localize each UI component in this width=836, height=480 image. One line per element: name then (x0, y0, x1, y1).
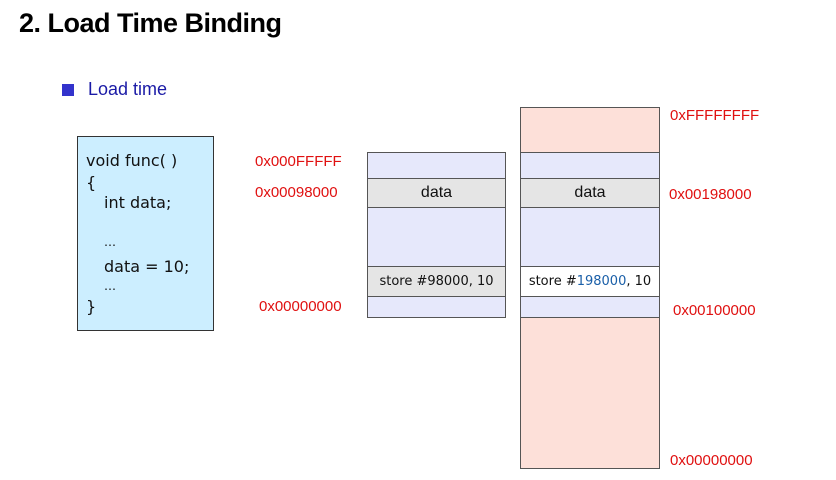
code-line-declaration: int data; (104, 193, 172, 212)
code-box: void func( ) { int data; … data = 10; … … (77, 136, 214, 331)
physical-addr-data: 0x00198000 (669, 186, 752, 203)
physical-segment-high (520, 107, 660, 153)
physical-instruction: store #198000, 10 (529, 274, 651, 289)
bullet-text: Load time (88, 79, 168, 99)
code-line-ellipsis-1: … (104, 235, 116, 249)
physical-instr-value: 198000 (576, 274, 627, 289)
physical-instruction-cell: store #198000, 10 (520, 266, 660, 297)
logical-data-label: data (420, 184, 453, 201)
page-title: 2. Load Time Binding (19, 8, 282, 38)
physical-segment-low (520, 317, 660, 469)
logical-addr-data: 0x00098000 (255, 184, 338, 201)
code-line-close-brace: } (86, 297, 97, 316)
logical-instruction-cell: store #98000, 10 (367, 266, 506, 297)
logical-addr-top: 0x000FFFFF (255, 153, 342, 170)
physical-addr-top: 0xFFFFFFFF (670, 107, 760, 124)
bullet-square-icon (62, 84, 74, 96)
physical-segment-bottom (520, 296, 660, 318)
physical-instr-prefix: store # (528, 274, 577, 289)
logical-segment-middle (367, 207, 506, 267)
physical-instr-suffix: , 10 (626, 274, 652, 289)
physical-data-label: data (574, 184, 606, 201)
logical-data-cell: data (367, 178, 506, 208)
code-line-assignment: data = 10; (104, 257, 190, 276)
code-line-open-brace: { (86, 173, 97, 192)
physical-segment-middle (520, 207, 660, 267)
physical-addr-base: 0x00100000 (673, 302, 756, 319)
physical-data-cell: data (520, 178, 660, 208)
code-line-ellipsis-2: … (104, 279, 116, 293)
logical-segment-top (367, 152, 506, 179)
code-line-signature: void func( ) (86, 151, 178, 170)
physical-segment-top (520, 152, 660, 179)
physical-addr-bottom: 0x00000000 (670, 452, 753, 469)
logical-addr-bottom: 0x00000000 (259, 298, 342, 315)
logical-instruction: store #98000, 10 (379, 274, 494, 289)
logical-segment-bottom (367, 296, 506, 318)
